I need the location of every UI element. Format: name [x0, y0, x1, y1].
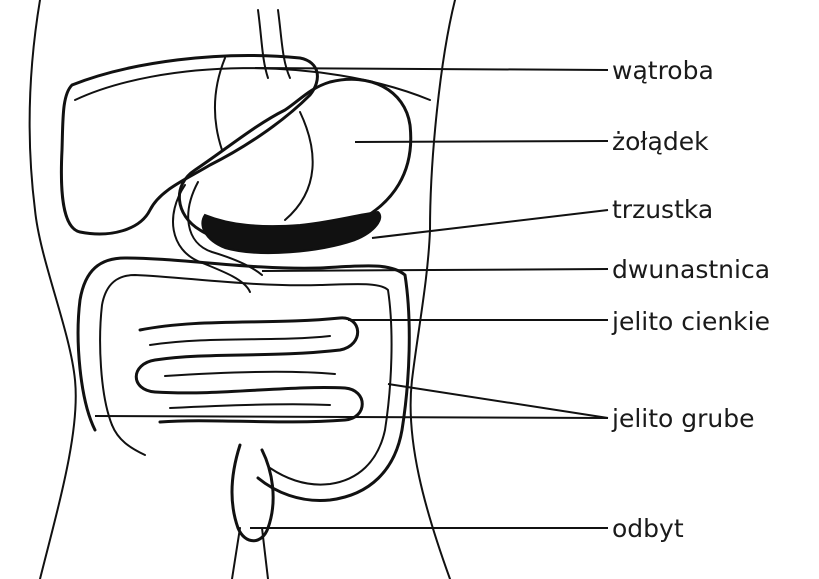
label-anus: odbyt — [612, 514, 684, 543]
leader-pancreas — [372, 210, 608, 238]
large-intestine — [78, 258, 409, 500]
leader-liver — [255, 68, 608, 70]
label-small-intestine: jelito cienkie — [611, 307, 770, 336]
rectum — [232, 445, 273, 579]
label-duodenum: dwunastnica — [612, 255, 770, 284]
stomach-fold-line — [285, 112, 313, 220]
label-pancreas: trzustka — [612, 195, 713, 224]
body-outline — [30, 0, 455, 579]
small-intestine — [136, 318, 362, 422]
label-large-intestine: jelito grube — [611, 404, 755, 433]
leader-stomach — [355, 141, 608, 142]
liver-lobe-line — [215, 58, 225, 150]
leader-large-intestine-2 — [95, 416, 608, 418]
label-liver: wątroba — [612, 56, 714, 85]
label-stomach: żołądek — [612, 127, 709, 156]
leader-large-intestine-1 — [388, 384, 608, 418]
pancreas — [202, 212, 380, 253]
